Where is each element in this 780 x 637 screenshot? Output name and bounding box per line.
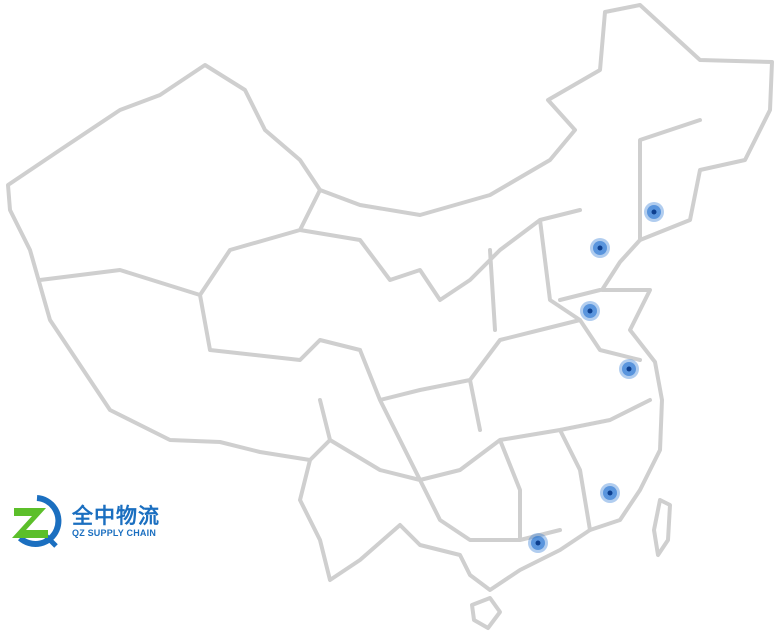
city-marker-nanjing[interactable]: [619, 359, 639, 379]
logo-name-en: QZ SUPPLY CHAIN: [72, 528, 157, 538]
hainan-island: [470, 596, 502, 630]
province-borders: [38, 118, 702, 542]
company-logo: 全中物流 QZ SUPPLY CHAIN: [8, 494, 160, 548]
qz-logo-icon: [12, 495, 62, 548]
city-marker-shenyang[interactable]: [644, 202, 664, 222]
city-marker-guangzhou[interactable]: [528, 533, 548, 553]
country-outline: [6, 3, 774, 592]
taiwan-island: [652, 498, 672, 557]
city-marker-jinan[interactable]: [580, 301, 600, 321]
city-marker-tianjin[interactable]: [590, 238, 610, 258]
city-marker-fuzhou[interactable]: [600, 483, 620, 503]
logo-name-cn: 全中物流: [72, 504, 160, 528]
